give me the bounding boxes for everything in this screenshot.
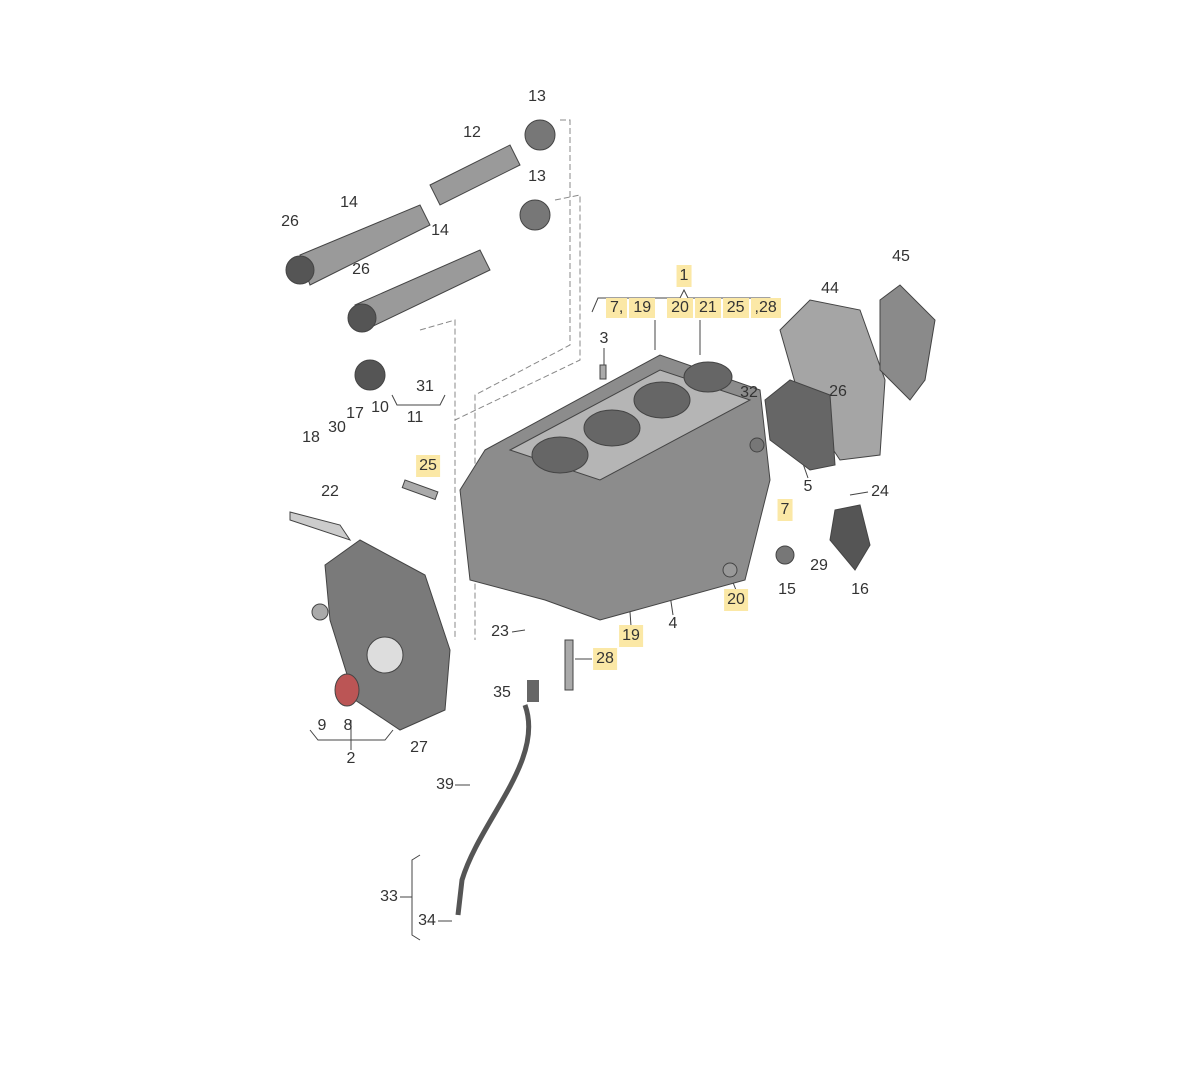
part-label: 26 [352,261,370,278]
part-label: 32 [740,384,758,401]
part-label-highlighted: 25 [416,455,440,477]
part-label: 35 [493,684,511,701]
callout-main: 1 [676,265,692,287]
part-label: 12 [463,124,481,141]
part-label: 17 [346,405,364,422]
part-label: 24 [871,483,889,500]
part-label: 26 [829,383,847,400]
part-label: 3 [599,330,609,347]
part-label: 13 [528,168,546,185]
part-label: 44 [821,280,839,297]
callout-group: 7, 19 20 21 25 ,28 [606,298,781,318]
part-label: 16 [851,581,869,598]
callout-group-item: ,28 [750,298,781,318]
part-label: 14 [340,194,358,211]
part-label: 26 [281,213,299,230]
part-label: 11 [406,409,424,426]
part-label: 30 [328,419,346,436]
part-label: 34 [418,912,436,929]
part-label: 15 [778,581,796,598]
part-label: 39 [436,776,454,793]
callout-group-item: 7, [606,298,628,318]
part-label: 13 [528,88,546,105]
part-label-highlighted: 7 [777,499,793,521]
part-label: 18 [302,429,320,446]
callout-group-item: 20 [667,298,693,318]
part-label: 4 [668,615,678,632]
part-label-highlighted: 20 [724,589,748,611]
part-label: 10 [371,399,389,416]
part-label: 9 [317,717,327,734]
part-label: 33 [380,888,398,905]
part-label: 14 [431,222,449,239]
part-label: 45 [892,248,910,265]
part-label: 29 [810,557,828,574]
callout-group-item: 19 [629,298,656,318]
part-label: 23 [491,623,509,640]
part-label: 2 [346,750,356,767]
part-label: 31 [416,378,434,395]
part-label: 27 [410,739,428,756]
part-label: 8 [343,717,353,734]
part-label: 22 [321,483,339,500]
callout-group-item: 25 [722,298,749,318]
part-label: 5 [803,478,813,495]
callout-group-item: 21 [694,298,721,318]
part-label-highlighted: 19 [619,625,643,647]
part-label-highlighted: 28 [593,648,617,670]
